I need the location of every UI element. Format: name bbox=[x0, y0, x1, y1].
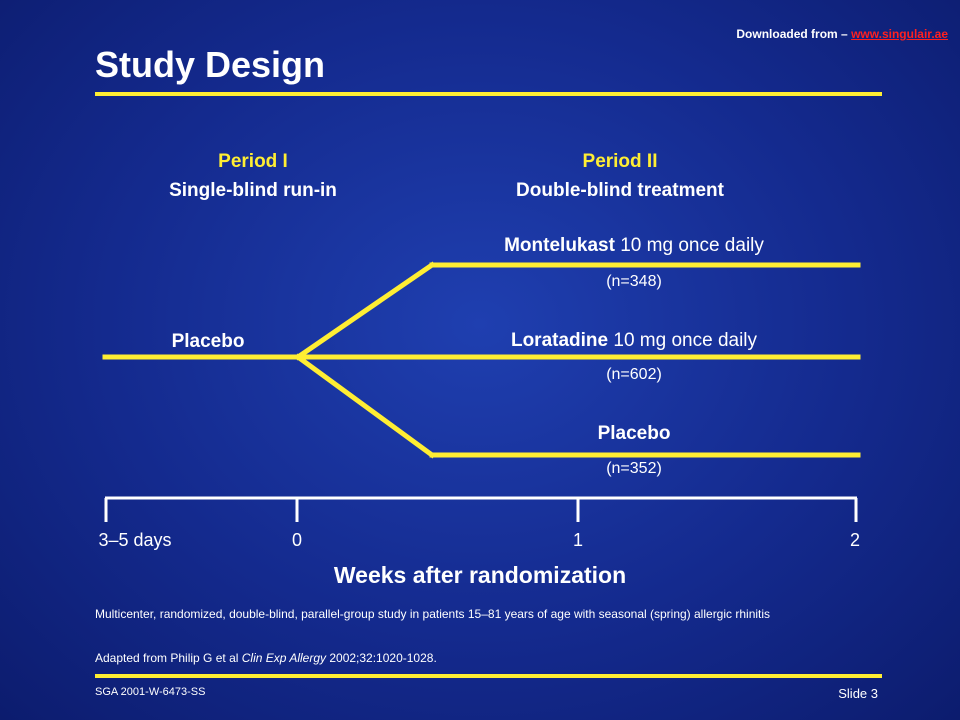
footnote-description: Multicenter, randomized, double-blind, p… bbox=[95, 607, 771, 621]
tick-label-week-1: 1 bbox=[572, 530, 584, 550]
tick-label-week-2: 2 bbox=[849, 530, 861, 550]
period1-label: Period I bbox=[218, 151, 288, 172]
download-link[interactable]: www.singulair.ae bbox=[851, 27, 948, 41]
download-notice: Downloaded from – www.singulair.ae bbox=[736, 27, 948, 41]
citation-journal: Clin Exp Allergy bbox=[241, 651, 327, 665]
footnote-citation: Adapted from Philip G et al Clin Exp All… bbox=[95, 650, 855, 667]
branch-montelukast bbox=[294, 261, 436, 361]
period2-subtitle: Double-blind treatment bbox=[516, 180, 724, 201]
period2-label: Period II bbox=[582, 151, 658, 172]
branch-placebo bbox=[294, 353, 436, 459]
slide-title: Study Design bbox=[95, 44, 326, 85]
citation-prefix: Adapted from Philip G et al bbox=[95, 651, 242, 665]
arm-loratadine-label: Loratadine 10 mg once daily bbox=[511, 330, 757, 352]
arm-placebo-drug: Placebo bbox=[597, 423, 671, 444]
slide-number: Slide 3 bbox=[838, 686, 878, 701]
arm-placebo-label: Placebo bbox=[598, 423, 671, 445]
arm-loratadine-drug: Loratadine bbox=[510, 330, 609, 351]
title-rule bbox=[95, 92, 882, 96]
arm-montelukast-drug: Montelukast bbox=[504, 235, 615, 256]
citation-suffix: 2002;32:1020-1028. bbox=[326, 651, 437, 665]
arm-montelukast-label: Montelukast 10 mg once daily bbox=[504, 235, 764, 257]
tick-label-week-0: 0 bbox=[291, 530, 303, 550]
arm-loratadine-n: (n=602) bbox=[606, 366, 662, 383]
arm-placebo-n: (n=352) bbox=[606, 460, 662, 477]
arm-loratadine-regimen: 10 mg once daily bbox=[613, 330, 758, 351]
period1-subtitle: Single-blind run-in bbox=[169, 180, 337, 201]
timeline-axis-title: Weeks after randomization bbox=[333, 562, 627, 588]
download-prefix: Downloaded from – bbox=[736, 27, 852, 41]
tick-label-run-in: 3–5 days bbox=[98, 530, 172, 550]
arm-montelukast-regimen: 10 mg once daily bbox=[620, 235, 764, 256]
footer-code: SGA 2001-W-6473-SS bbox=[95, 686, 206, 698]
footer-rule bbox=[95, 674, 882, 678]
arm-montelukast-n: (n=348) bbox=[606, 273, 662, 290]
run-in-label: Placebo bbox=[171, 331, 245, 352]
